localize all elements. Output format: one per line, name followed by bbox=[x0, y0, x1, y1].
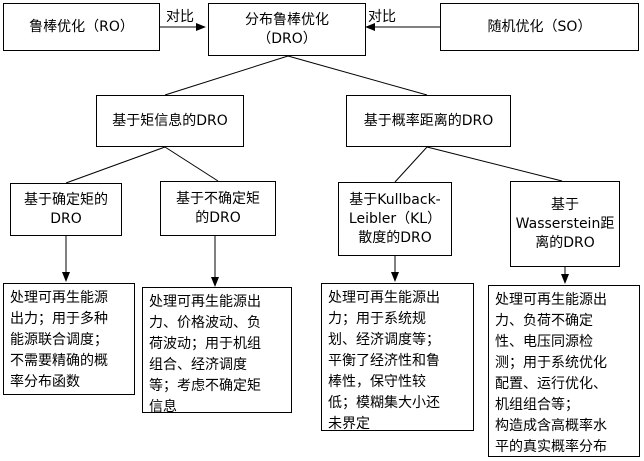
indefinite-moment-box: 基于不确定矩 的DRO bbox=[160, 181, 276, 236]
compare-label-left: 对比 bbox=[166, 9, 194, 25]
moment-category-box: 基于矩信息的DRO bbox=[96, 95, 244, 147]
dro-box: 分布鲁棒优化 （DRO） bbox=[208, 3, 366, 56]
line-moment-to-definite bbox=[65, 146, 166, 184]
so-box: 随机优化（SO） bbox=[440, 3, 639, 51]
ro-box: 鲁棒优化（RO） bbox=[3, 3, 160, 51]
definite-note-box: 处理可再生能源 出力；用于多种 能源联合调度； 不需要精确的概 率分布函数 bbox=[3, 283, 135, 395]
line-moment-to-indefinite bbox=[164, 146, 219, 182]
line-dro-to-moment bbox=[164, 55, 289, 96]
line-dro-to-probability bbox=[287, 55, 428, 96]
wasserstein-note-box: 处理可再生能源出 力、负荷不确定 性、电压同源检 测；用于系统优化 配置、运行优… bbox=[488, 285, 640, 457]
probability-category-box: 基于概率距离的DRO bbox=[346, 95, 511, 147]
kl-note-box: 处理可再生能源出 力；用于系统规 划、经济调度等； 平衡了经济性和鲁 棒性，保守… bbox=[321, 283, 474, 432]
indefinite-note-box: 处理可再生能源出 力、价格波动、负 荷波动；用于机组 组合、经济调度 等；考虑不… bbox=[142, 287, 292, 415]
compare-label-right: 对比 bbox=[368, 9, 396, 25]
kl-divergence-box: 基于Kullback- Leibler（KL） 散度的DRO bbox=[338, 182, 452, 256]
wasserstein-box: 基于 Wasserstein距 离的DRO bbox=[510, 181, 620, 267]
line-probability-to-wasserstein bbox=[426, 146, 563, 182]
definite-moment-box: 基于确定矩的 DRO bbox=[10, 183, 122, 236]
line-probability-to-kl bbox=[394, 146, 428, 183]
